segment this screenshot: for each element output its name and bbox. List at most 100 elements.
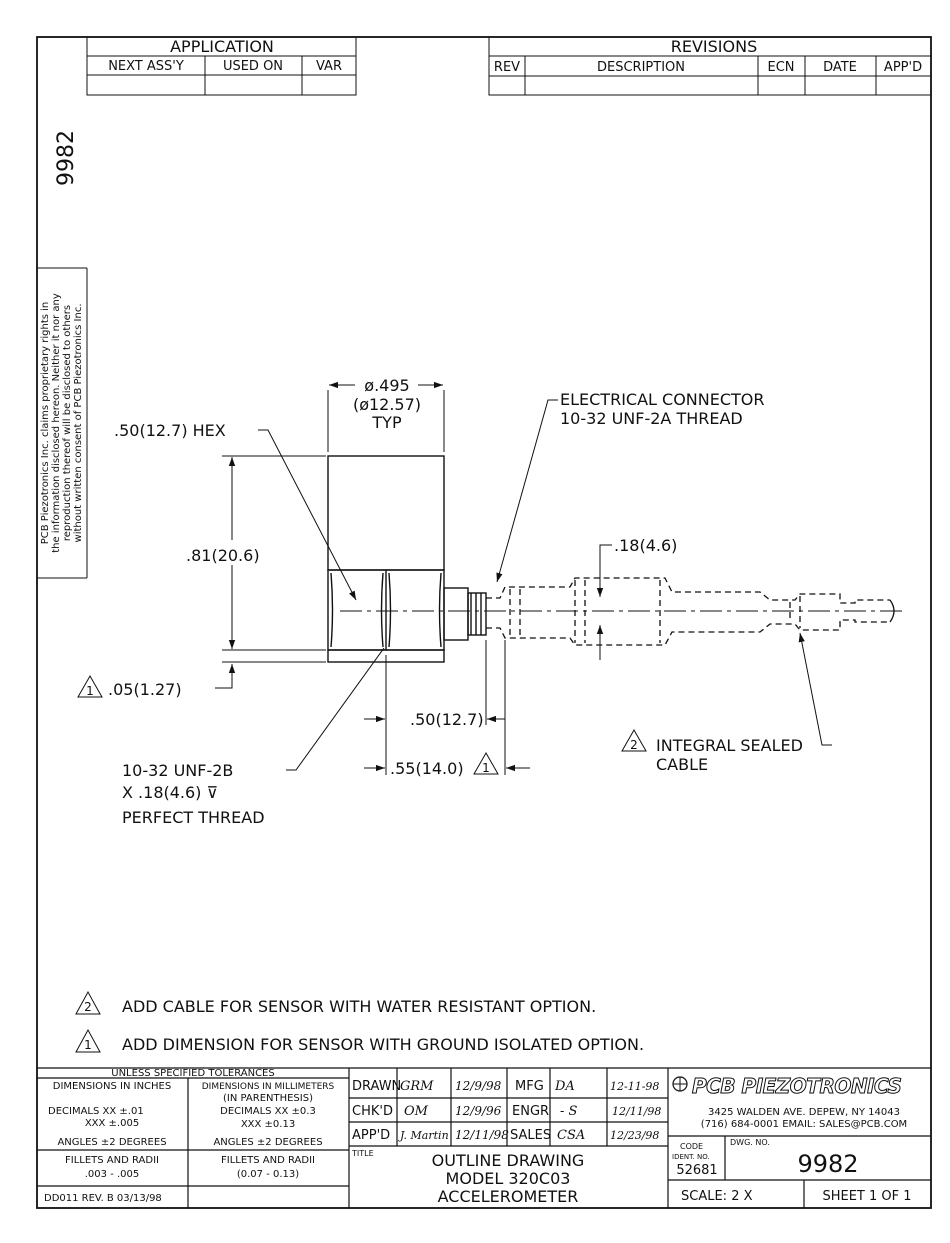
- title-line-3: ACCELEROMETER: [438, 1187, 579, 1206]
- svg-text:OM: OM: [404, 1104, 429, 1119]
- revisions-table: [488, 36, 932, 96]
- svg-text:SALES: SALES: [510, 1128, 551, 1143]
- notice-line-1: PCB Piezotronics Inc. claims proprietary…: [40, 302, 51, 545]
- svg-text:ENGR: ENGR: [512, 1104, 549, 1119]
- svg-text:GRM: GRM: [400, 1079, 434, 1094]
- revisions-col-rev: REV: [494, 60, 520, 75]
- tol-mm-l3: ANGLES ±2 DEGREES: [213, 1137, 322, 1148]
- tol-inches-l2: XXX ±.005: [85, 1118, 139, 1129]
- proprietary-notice: PCB Piezotronics Inc. claims proprietary…: [40, 293, 84, 553]
- company-name: PCB PIEZOTRONICS: [692, 1074, 901, 1098]
- dim-connector-length: [364, 640, 530, 775]
- note-2: 2 ADD CABLE FOR SENSOR WITH WATER RESIST…: [75, 990, 596, 1016]
- scale-value: SCALE: 2 X: [681, 1189, 753, 1204]
- application-col-next-assy: NEXT ASS'Y: [108, 59, 184, 74]
- title-block-grid: [37, 1067, 931, 1208]
- company-logo: PCB PIEZOTRONICS: [672, 1074, 902, 1099]
- fillets-mm-title: FILLETS AND RADII: [221, 1155, 315, 1166]
- svg-text:CHK'D: CHK'D: [352, 1104, 393, 1119]
- svg-text:12/9/96: 12/9/96: [455, 1104, 502, 1118]
- company-address: 3425 WALDEN AVE. DEPEW, NY 14043: [708, 1107, 900, 1118]
- svg-text:MFG: MFG: [515, 1079, 544, 1094]
- code-value: 52681: [676, 1163, 717, 1178]
- dim-total-length-label: .55(14.0): [390, 759, 464, 778]
- connector-label-2: 10-32 UNF-2A THREAD: [560, 409, 743, 428]
- connector-leader: [496, 399, 558, 583]
- title-line-2: MODEL 320C03: [446, 1169, 571, 1188]
- note1-triangle-icon-2: 1: [473, 751, 499, 775]
- code-label-1: CODE: [680, 1142, 703, 1151]
- tol-inches-l1: DECIMALS XX ±.01: [48, 1106, 144, 1117]
- fillets-in-title: FILLETS AND RADII: [65, 1155, 159, 1166]
- dim-cable-label: .18(4.6): [614, 536, 677, 555]
- svg-text:2: 2: [84, 1000, 92, 1014]
- svg-text:12-11-98: 12-11-98: [610, 1080, 659, 1093]
- approval-row-drawn: DRAWN GRM 12/9/98 MFG DA 12-11-98: [352, 1079, 659, 1094]
- cable-label-2: CABLE: [656, 755, 708, 774]
- svg-text:2: 2: [630, 738, 638, 752]
- tol-mm-sub: (IN PARENTHESIS): [223, 1093, 313, 1104]
- code-label-2: IDENT. NO.: [672, 1153, 710, 1161]
- notice-line-2: the information disclosed hereon. Neithe…: [51, 293, 62, 553]
- application-col-used-on: USED ON: [223, 59, 283, 74]
- svg-text:12/11/98: 12/11/98: [612, 1105, 661, 1118]
- thread-leader: [286, 647, 385, 771]
- dwg-number: 9982: [797, 1150, 858, 1178]
- approval-row-checked: CHK'D OM 12/9/96 ENGR - S 12/11/98: [352, 1104, 661, 1119]
- svg-text:APP'D: APP'D: [352, 1128, 390, 1143]
- tol-mm-l2: XXX ±0.13: [241, 1119, 295, 1130]
- notice-line-4: without written consent of PCB Piezotron…: [73, 304, 84, 543]
- note-2-text: ADD CABLE FOR SENSOR WITH WATER RESISTAN…: [122, 997, 596, 1016]
- tol-mm-title: DIMENSIONS IN MILLIMETERS: [202, 1082, 335, 1092]
- sheet-value: SHEET 1 OF 1: [822, 1189, 911, 1204]
- revisions-col-description: DESCRIPTION: [597, 60, 685, 75]
- svg-text:1: 1: [482, 761, 490, 775]
- revisions-col-ecn: ECN: [767, 60, 794, 75]
- svg-text:12/11/98: 12/11/98: [455, 1128, 509, 1142]
- dim-typ-label: TYP: [371, 413, 402, 432]
- svg-text:1: 1: [84, 1038, 92, 1052]
- svg-text:12/23/98: 12/23/98: [610, 1129, 659, 1142]
- tol-inches-l3: ANGLES ±2 DEGREES: [57, 1137, 166, 1148]
- thread-label-3: PERFECT THREAD: [122, 808, 265, 827]
- connector-label-1: ELECTRICAL CONNECTOR: [560, 390, 765, 409]
- company-contact: (716) 684-0001 EMAIL: SALES@PCB.COM: [701, 1119, 907, 1130]
- dim-diameter: [327, 381, 445, 452]
- hex-label: .50(12.7) HEX: [114, 421, 226, 440]
- thread-label-2: X .18(4.6) ⊽: [122, 783, 218, 802]
- tol-inches-title: DIMENSIONS IN INCHES: [53, 1081, 171, 1092]
- svg-text:- S: - S: [560, 1104, 578, 1119]
- approval-row-approved: APP'D J. Martin 12/11/98 SALES CSA 12/23…: [352, 1128, 659, 1143]
- dim-connector-length-label: .50(12.7): [410, 710, 484, 729]
- form-revision: DD011 REV. B 03/13/98: [44, 1193, 162, 1204]
- cable-leader: [798, 632, 832, 746]
- application-title: APPLICATION: [170, 37, 274, 56]
- dim-base: [215, 661, 326, 689]
- thread-label-1: 10-32 UNF-2B: [122, 761, 233, 780]
- hex-leader: [258, 429, 357, 601]
- tolerance-header: UNLESS SPECIFIED TOLERANCES: [111, 1068, 274, 1079]
- revisions-col-appd: APP'D: [884, 60, 922, 75]
- title-label: TITLE: [351, 1149, 374, 1158]
- svg-text:J. Martin: J. Martin: [398, 1129, 449, 1142]
- sensor-housing: [327, 455, 445, 571]
- title-line-1: OUTLINE DRAWING: [432, 1151, 585, 1170]
- svg-text:12/9/98: 12/9/98: [455, 1079, 502, 1093]
- svg-text:CSA: CSA: [557, 1128, 585, 1143]
- dim-diameter-mm-label: (ø12.57): [353, 395, 421, 414]
- vertical-drawing-number: 9982: [54, 130, 79, 186]
- application-col-var: VAR: [316, 59, 342, 74]
- sensor-outline: [327, 455, 487, 663]
- dim-height: [222, 455, 326, 651]
- note-1: 1 ADD DIMENSION FOR SENSOR WITH GROUND I…: [75, 1028, 644, 1054]
- tol-mm-l1: DECIMALS XX ±0.3: [220, 1106, 316, 1117]
- revisions-col-date: DATE: [823, 60, 857, 75]
- fillets-mm-value: (0.07 - 0.13): [237, 1169, 299, 1180]
- note1-triangle-icon: 1: [77, 674, 103, 698]
- svg-text:DRAWN: DRAWN: [352, 1079, 401, 1094]
- fillets-in-value: .003 - .005: [85, 1169, 140, 1180]
- svg-text:1: 1: [86, 684, 94, 698]
- left-margin: 9982 PCB Piezotronics Inc. claims propri…: [37, 37, 88, 579]
- cable-label-1: INTEGRAL SEALED: [656, 736, 803, 755]
